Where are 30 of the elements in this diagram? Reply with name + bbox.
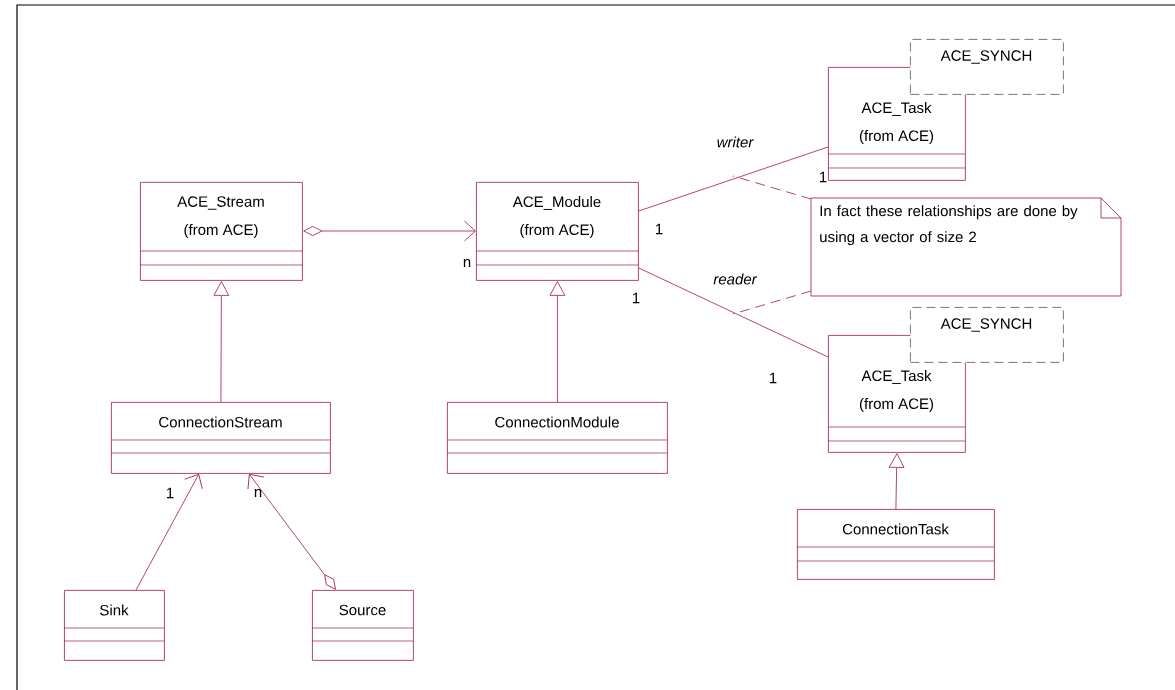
generalization-arrow xyxy=(213,281,230,403)
multiplicity-label: 1 xyxy=(656,223,663,235)
class-box: Source xyxy=(311,590,414,661)
role-label: reader xyxy=(712,272,758,286)
association-line xyxy=(638,146,829,212)
class-box: ACE_Stream (from ACE) xyxy=(139,182,303,281)
class-box: ConnectionTask xyxy=(796,509,995,580)
generalization-arrow xyxy=(888,453,905,510)
leader-line xyxy=(732,290,812,315)
role-label: writer xyxy=(715,135,755,149)
class-box: Sink xyxy=(63,590,165,661)
association-arrow xyxy=(135,473,203,591)
multiplicity-label: 1 xyxy=(820,171,827,183)
association-arrow xyxy=(247,473,336,590)
association-line xyxy=(638,267,829,358)
class-box: ConnectionModule xyxy=(446,402,668,474)
class-box: ConnectionStream xyxy=(110,402,331,474)
template-parameter-box: ACE_SYNCH xyxy=(910,39,1064,95)
template-parameter-box: ACE_SYNCH xyxy=(910,307,1064,363)
multiplicity-label: 1 xyxy=(770,372,777,384)
class-box: ACE_Task (from ACE) xyxy=(827,335,966,453)
multiplicity-label: n xyxy=(254,488,262,498)
leader-line xyxy=(732,175,812,200)
multiplicity-label: 1 xyxy=(167,487,174,499)
note-box: In fact these relationships are done by using a vector of size 2 xyxy=(810,197,1122,297)
class-box: ACE_Task (from ACE) xyxy=(827,67,966,181)
generalization-arrow xyxy=(549,281,566,403)
association-arrow xyxy=(303,220,476,242)
class-box: ACE_Module (from ACE) xyxy=(475,182,639,281)
multiplicity-label: 1 xyxy=(633,292,640,304)
